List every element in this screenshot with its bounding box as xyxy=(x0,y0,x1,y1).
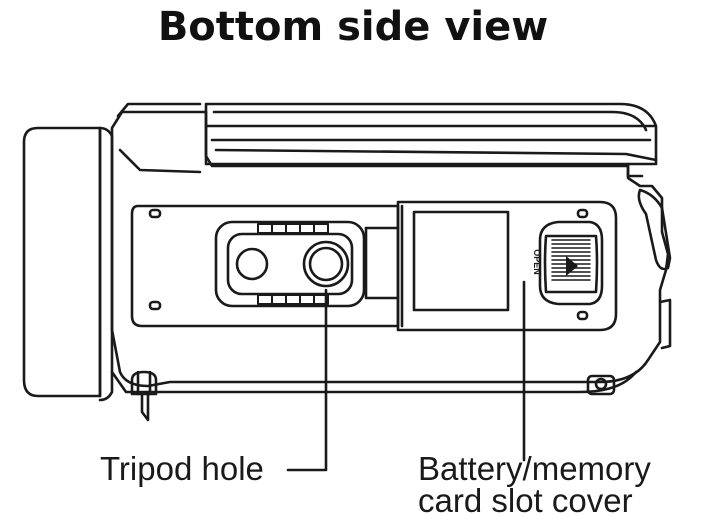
bottom-plate xyxy=(130,204,400,328)
side-grip xyxy=(637,188,672,350)
left-knob xyxy=(130,370,158,422)
tripod-hole xyxy=(302,240,350,288)
right-foot xyxy=(586,374,616,396)
tripod-hole-callout-line xyxy=(286,288,328,472)
lens-barrel xyxy=(22,126,114,402)
battery-cover xyxy=(364,200,618,332)
page-title: Bottom side view xyxy=(157,4,549,50)
tripod-hole-label: Tripod hole xyxy=(100,450,264,487)
battery-cover-label-line1: Battery/memory xyxy=(418,450,651,487)
tripod-mount xyxy=(214,220,366,308)
battery-cover-label-line2: card slot cover xyxy=(418,482,633,519)
open-latch-text: OPEN xyxy=(532,249,542,275)
open-latch xyxy=(538,220,604,306)
locating-pin-hole xyxy=(235,247,269,281)
lcd-panel xyxy=(204,102,658,178)
